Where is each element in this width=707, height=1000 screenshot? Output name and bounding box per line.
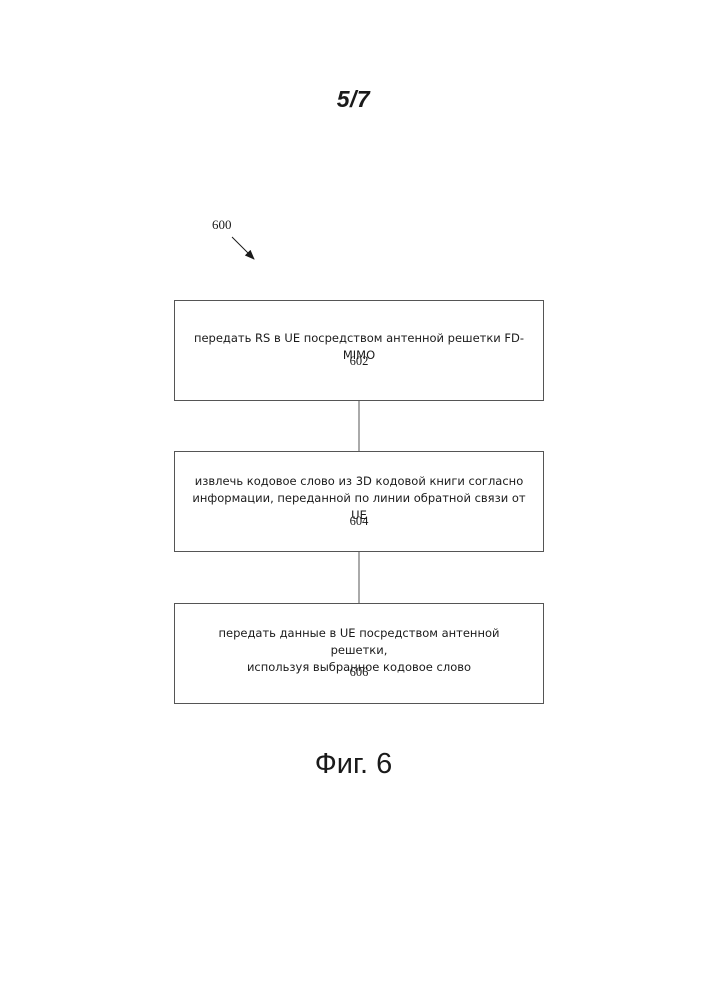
reference-arrow [232, 237, 254, 259]
figure-caption: Фиг. 6 [0, 748, 707, 781]
step-number: 602 [175, 354, 543, 369]
step-box-602: передать RS в UE посредством антенной ре… [174, 300, 544, 401]
step-number: 606 [175, 665, 543, 680]
step-box-604: извлечь кодовое слово из 3D кодовой книг… [174, 451, 544, 552]
step-number: 604 [175, 514, 543, 529]
step-box-606: передать данные в UE посредством антенно… [174, 603, 544, 704]
